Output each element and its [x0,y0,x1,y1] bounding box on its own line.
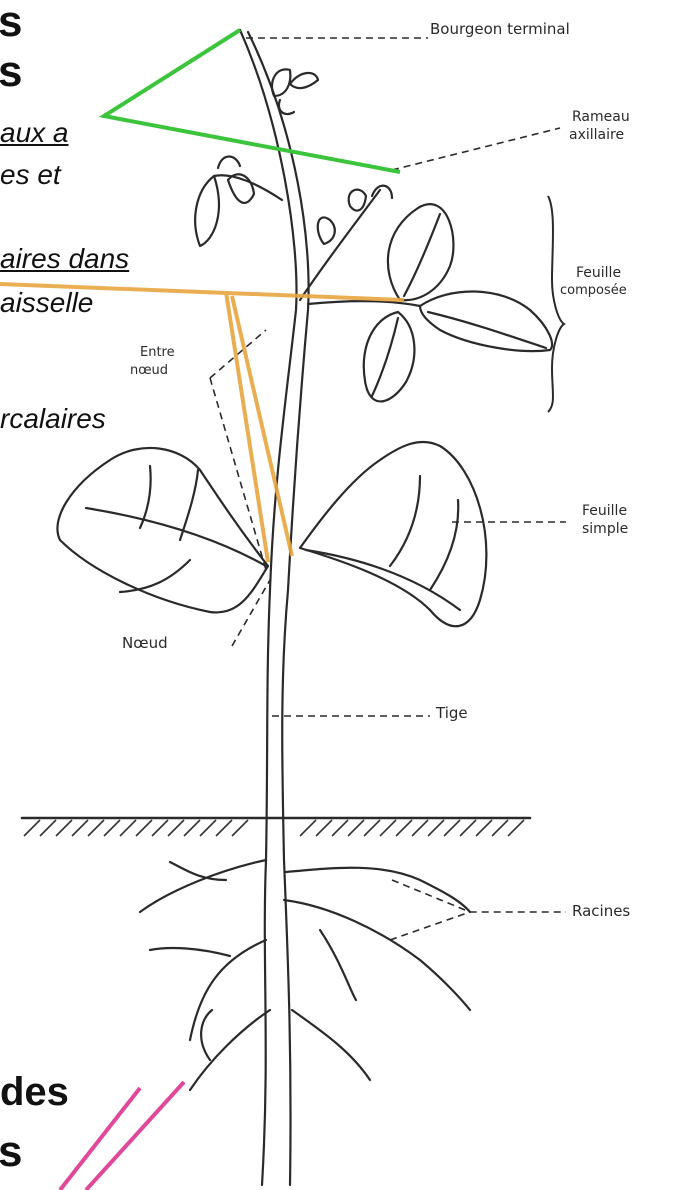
label-tige: Tige [436,704,468,722]
fragment-rcalaires: rcalaires [0,404,106,434]
label-feuille-simple-2: simple [582,520,628,538]
pink-overlay [60,1082,184,1190]
fragment-es-et: es et [0,160,61,190]
label-entre: Entre [140,344,175,362]
simple-leaf-right [300,442,486,626]
label-feuille-composee-1: Feuille [576,264,621,282]
compound-leaflet-right [420,291,552,351]
terminal-leaflet [272,69,290,96]
leader-noeud [232,580,270,646]
compound-leaflet-bottom [364,312,415,401]
fragment-aux-a: aux a [0,118,69,148]
fragment-aires-dans: aires dans [0,244,129,274]
label-rameau: Rameau [572,108,630,126]
label-racines: Racines [572,902,630,920]
label-noeud: Nœud [122,634,168,652]
leader-lines [210,38,566,940]
label-noeud-entre: nœud [130,362,168,380]
green-overlay [104,30,400,172]
root-3 [284,900,470,1010]
root-6 [292,1010,370,1080]
stem-right-edge [248,32,309,1185]
fragment-des: des [0,1070,69,1114]
rameau-axillaire [300,190,380,300]
compound-leaflet-top [388,204,454,300]
simple-leaf-left [57,448,268,612]
root-5 [190,1010,270,1090]
label-axillaire: axillaire [569,126,624,144]
fragment-top-s1: s [0,0,22,44]
leader-racines [390,880,566,940]
label-feuille-simple-1: Feuille [582,502,627,520]
fragment-aisselle: aisselle [0,288,93,318]
brace-feuille-composee [548,196,564,412]
label-feuille-composee-2: composée [560,282,627,300]
fragment-bottom-s: s [0,1130,22,1174]
soil-hatching [24,820,524,836]
label-bourgeon-terminal: Bourgeon terminal [430,20,570,38]
root-1 [140,860,266,912]
fragment-top-s2: s [0,50,22,94]
leader-rameau [392,128,560,170]
